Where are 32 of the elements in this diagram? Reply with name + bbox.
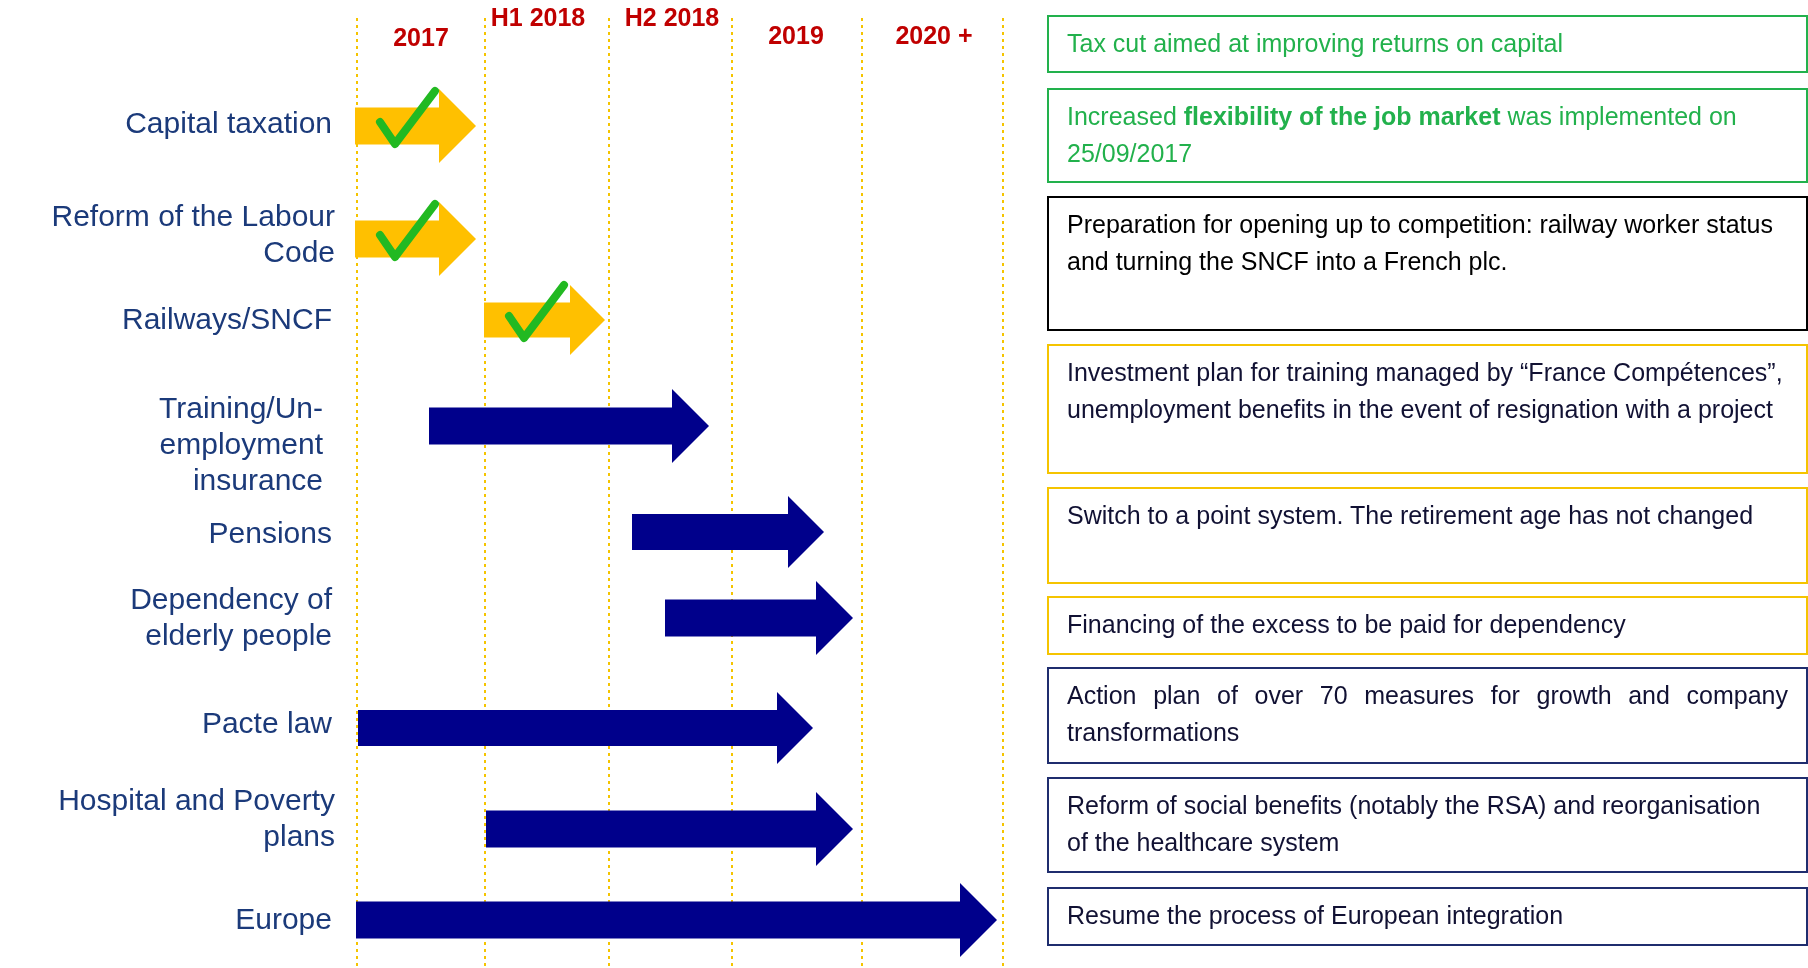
- period-heading: 2019: [767, 20, 825, 50]
- reform-label: Dependency of elderly people: [129, 581, 332, 653]
- description-box: [1047, 88, 1808, 183]
- description-box: [1047, 667, 1808, 764]
- description-text: Action plan of over 70 measures for growth and company transformations: [1067, 680, 1788, 748]
- reform-label: Europe: [234, 901, 332, 937]
- description-text: Investment plan for training managed by “France Compétences”, unemployment benefits in the event of resignation with a project: [1067, 357, 1784, 425]
- description-text: Switch to a point system. The retirement age has not changed: [1067, 500, 1755, 531]
- description-text: Reform of social benefits (notably the RSA) and reorganisation of the healthcare system: [1067, 790, 1762, 858]
- description-box: [1047, 887, 1808, 946]
- description-box: [1047, 596, 1808, 655]
- reform-label: Capital taxation: [124, 105, 332, 141]
- reform-label: Training/Un-employment insurance: [158, 390, 323, 498]
- description-text: Resume the process of European integration: [1067, 900, 1565, 931]
- description-text: Tax cut aimed at improving returns on capital: [1067, 28, 1565, 59]
- period-heading: 2017: [392, 22, 450, 52]
- reform-label: Railways/SNCF: [120, 301, 332, 337]
- reform-label: Pensions: [207, 515, 332, 551]
- period-heading: H1 2018: [489, 2, 587, 32]
- description-text: Preparation for opening up to competition: railway worker status and turning the SNCF into a French plc.: [1067, 209, 1774, 277]
- description-box: [1047, 487, 1808, 584]
- reform-label: Reform of the Labour Code: [50, 198, 335, 270]
- description-box: [1047, 344, 1808, 474]
- period-heading: H2 2018: [623, 2, 721, 32]
- description-text: Financing of the excess to be paid for dependency: [1067, 609, 1627, 640]
- description-text: Increased flexibility of the job market was implemented on 25/09/2017: [1067, 101, 1738, 169]
- reform-label: Hospital and Poverty plans: [57, 782, 335, 854]
- description-box: [1047, 196, 1808, 331]
- period-heading: 2020 +: [894, 20, 974, 50]
- description-box: [1047, 777, 1808, 873]
- reform-label: Pacte law: [200, 705, 332, 741]
- description-box: [1047, 15, 1808, 73]
